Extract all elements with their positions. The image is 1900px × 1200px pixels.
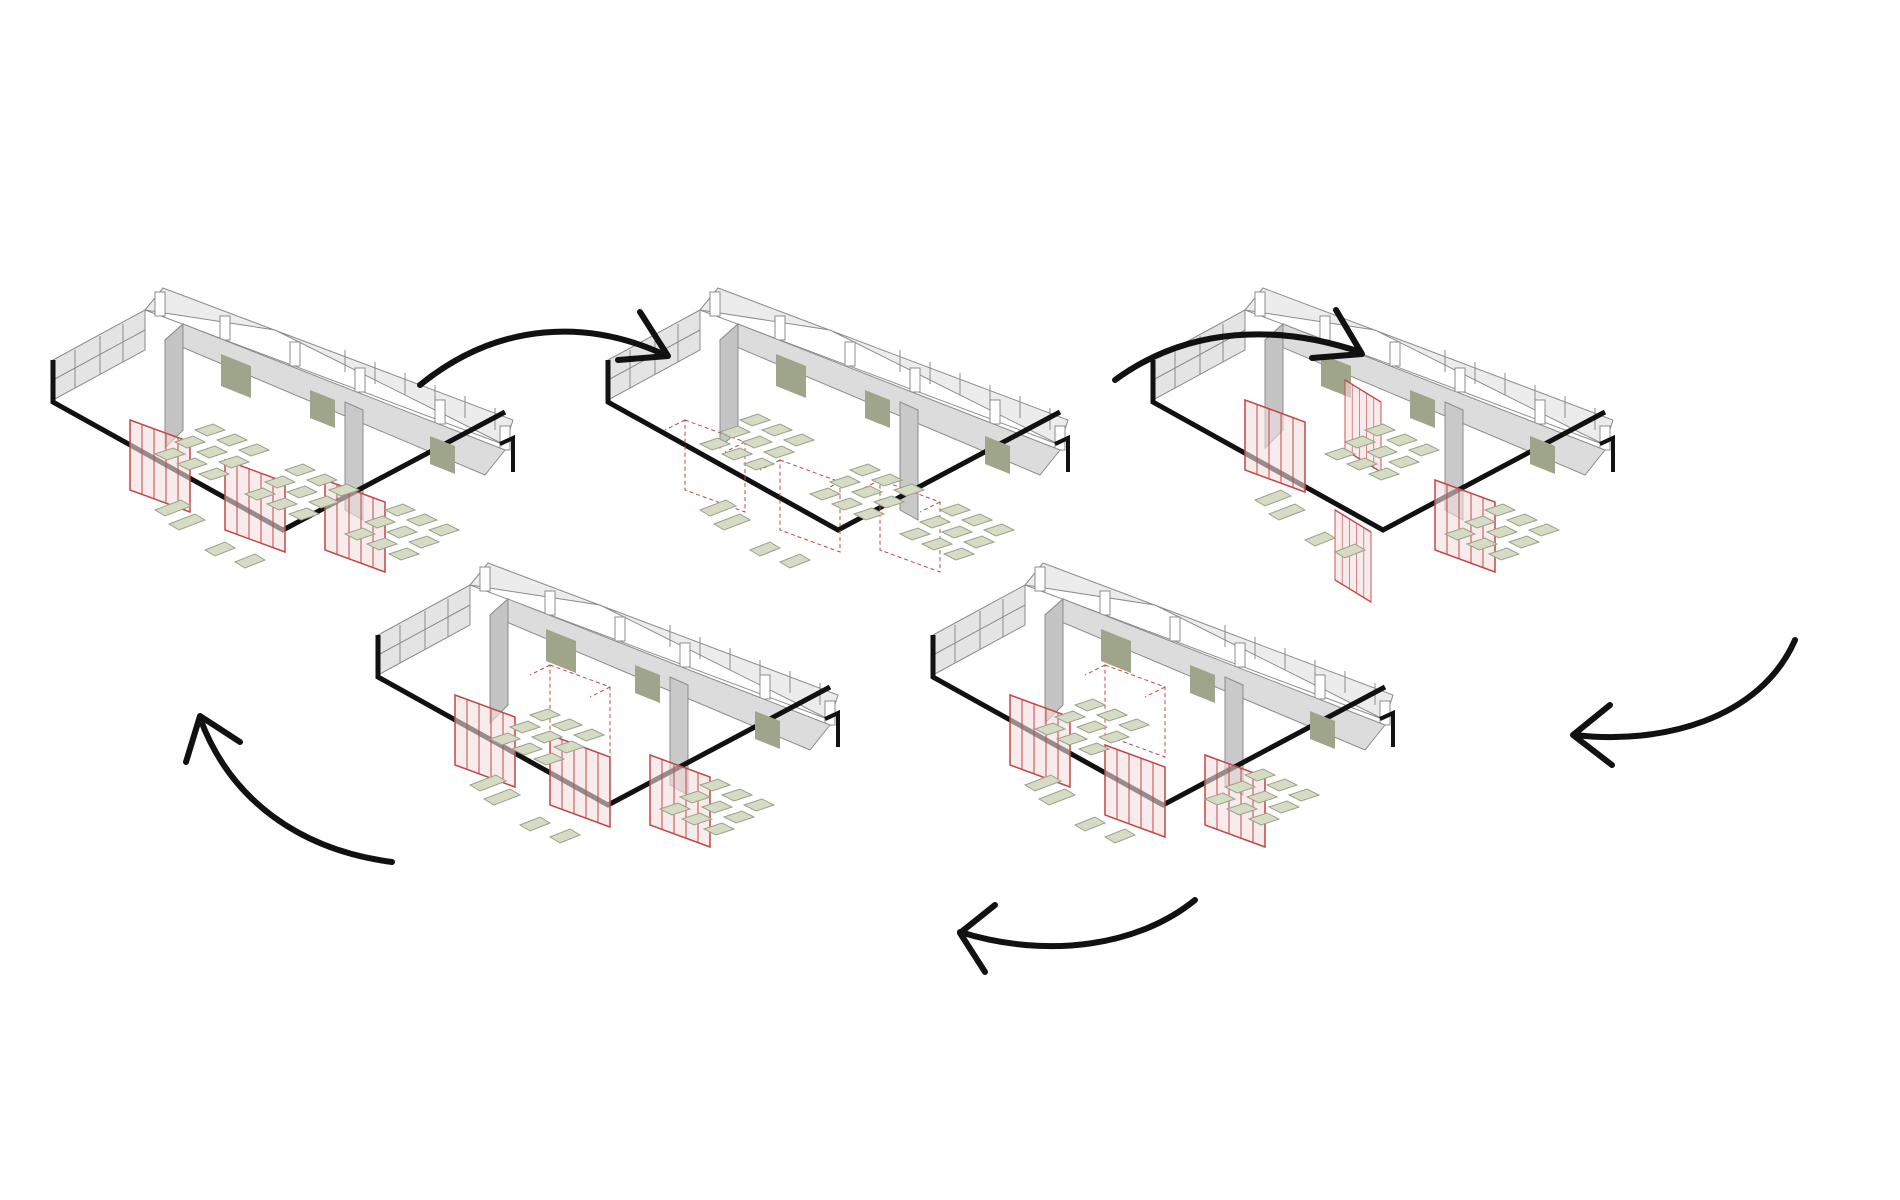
curved-arrow-down-left-icon <box>1573 640 1795 765</box>
curved-arrow-left-icon <box>960 900 1195 972</box>
curved-arrow-up-left-icon <box>186 716 392 862</box>
stage-5-model <box>378 563 838 847</box>
stage-1-model <box>53 288 513 572</box>
stage-2-model <box>608 288 1068 572</box>
stage-4-model <box>933 563 1393 847</box>
